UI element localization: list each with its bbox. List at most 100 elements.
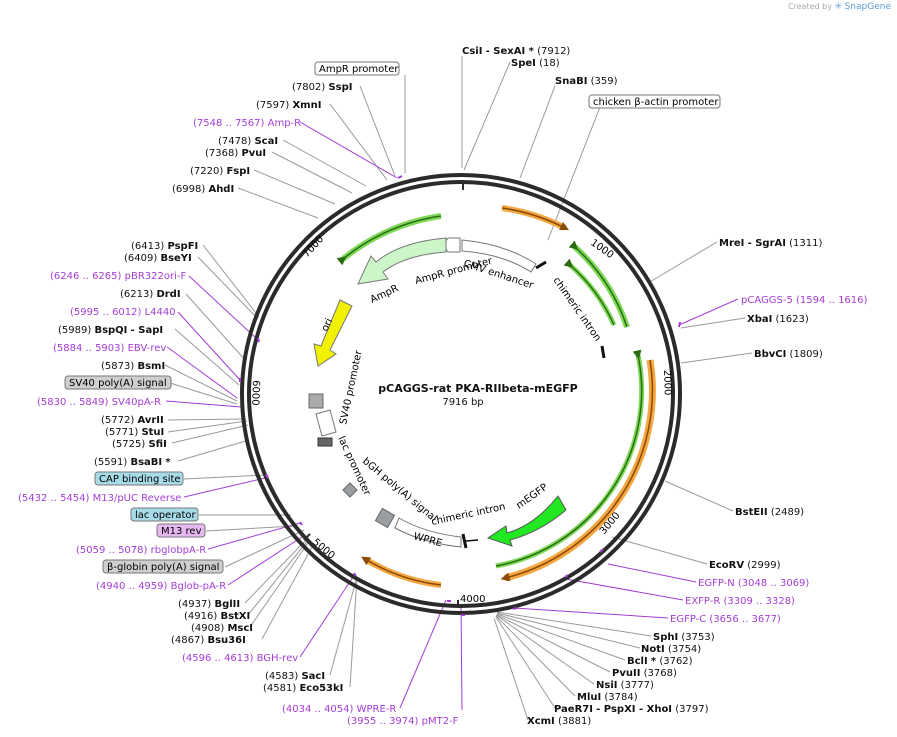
site-label: (3955 .. 3974) pMT2-F [347,716,459,727]
site-label: XbaI (1623) [747,314,809,325]
site-label: (5884 .. 5903) EBV-rev [53,343,166,354]
site-label: XcmI (3881) [527,716,591,727]
site-label: (6998) AhdI [172,184,234,195]
site-label: (5989) BspQI - SapI [58,325,163,336]
site-label: (4916) BstXI [184,611,250,622]
feature-label-chimeric-intron-bottom: chimeric intron [430,501,506,527]
site-label: (7802) SspI [292,82,353,93]
site-label: BclI * (3762) [627,656,693,667]
site-label: (5059 .. 5078) rbglobpA-R [76,545,206,556]
tick-4000: 4000 [460,594,485,605]
svg-text:AmpR promoter: AmpR promoter [319,64,399,75]
site-label: (5995 .. 6012) L4440 [70,307,176,318]
site-label: (4908) MscI [191,623,253,634]
site-label: (4867) Bsu36I [171,635,246,646]
site-label: (4034 .. 4054) WPRE-R [282,704,396,715]
credit-prefix: Created by [787,2,832,11]
feature-wpre [394,517,479,549]
site-label: (5771) StuI [105,427,164,438]
site-label: EGFP-N (3048 .. 3069) [698,578,809,589]
site-label: (5873) BsmI [101,361,165,372]
site-label: EcoRV (2999) [709,560,781,571]
feature-label-ori: ori [320,317,335,333]
site-label: (7368) PvuI [205,148,266,159]
site-label: EGFP-C (3656 .. 3677) [670,614,781,625]
plasmid-length: 7916 bp [442,397,483,408]
svg-text:β-globin poly(A) signal: β-globin poly(A) signal [107,562,219,573]
site-label: (4583) SacI [265,671,325,682]
boxed-label-sv40-polya: SV40 poly(A) signal [64,375,172,390]
site-label: (5725) SfiI [112,439,167,450]
primer-marks [239,175,681,616]
boxed-label-m13-rev: M13 rev [156,523,206,538]
plasmid-name: pCAGGS-rat PKA-RIIbeta-mEGFP [378,382,577,395]
boxed-label-cap-binding-site: CAP binding site [94,471,184,486]
site-label: PaeR7I - PspXI - XhoI (3797) [554,704,709,715]
site-label: (6413) PspFI [131,241,198,252]
site-label: (4937) BglII [178,599,240,610]
boxed-label-ampr-promoter: AmpR promoter [314,61,400,76]
site-label: (4581) Eco53kI [263,683,343,694]
site-label: BbvCI (1809) [754,349,823,360]
credit-line: Created by ✳ SnapGene [788,2,891,12]
site-label: MreI - SgrAI (1311) [719,238,823,249]
site-label: SphI (3753) [653,632,715,643]
feature-chimeric-intron-top [535,260,606,359]
site-label: (6213) DrdI [120,289,181,300]
feature-ampr [357,237,447,285]
site-label: (5432 .. 5454) M13/pUC Reverse [18,493,181,504]
site-label: (4940 .. 4959) Bglob-pA-R [96,581,226,592]
site-label: (6246 .. 6265) pBR322ori-F [50,271,186,282]
tick-6000: 6000 [249,380,261,406]
site-label: MluI (3784) [577,692,638,703]
site-label: (7478) ScaI [218,136,278,147]
site-label: NotI (3754) [641,644,701,655]
site-label: PvuII (3768) [612,668,677,679]
site-label: (4596 .. 4613) BGH-rev [182,653,298,664]
site-label: (5591) BsaBI * [94,457,171,468]
svg-text:CAP binding site: CAP binding site [99,474,181,485]
feature-bgh-polya [342,482,396,529]
site-label: CsiI - SexAI * (7912) [462,46,570,57]
site-label: SpeI (18) [511,58,560,69]
backbone-inner-ring [247,180,675,608]
site-label: EXFP-R (3309 .. 3328) [685,596,795,607]
boxed-label-lac-operator: lac operator [130,507,199,522]
feature-label-ampr: AmpR [369,283,401,306]
backbone-outer-ring [240,173,682,615]
site-label: BstEII (2489) [735,507,804,518]
svg-text:lac operator: lac operator [135,510,196,521]
svg-text:SV40 poly(A) signal: SV40 poly(A) signal [69,378,167,389]
svg-text:M13 rev: M13 rev [161,526,202,537]
position-ticks [303,180,464,608]
site-label: pCAGGS-5 (1594 .. 1616) [741,295,868,306]
site-label: NsiI (3777) [596,680,654,691]
boxed-label-chicken-actin-promoter: chicken β-actin promoter [588,94,721,109]
site-label: (6409) BseYI [124,253,192,264]
feature-label-chimeric-intron-top: chimeric intron [551,275,603,343]
left-leader-lines [164,75,463,711]
site-label: (7548 .. 7567) Amp-R [193,118,301,129]
site-label: SnaBI (359) [555,76,618,87]
orf-arcs [336,205,656,588]
svg-text:chicken β-actin promoter: chicken β-actin promoter [593,97,719,108]
tick-2000: 2000 [661,370,673,396]
credit-brand: SnapGene [844,2,891,12]
feature-label-sv40-promoter: SV40 promoter [338,349,365,426]
site-label: (5772) AvrII [101,415,164,426]
feature-label-megfp: mEGFP [514,482,549,511]
snapgene-logo: ✳ [834,2,843,12]
feature-lac-promoter [315,409,337,447]
left-site-labels: (7802) SspI (7597) XmnI (7548 .. 7567) A… [18,82,459,727]
site-label: (7220) FspI [190,166,250,177]
right-site-labels: CsiI - SexAI * (7912) SpeI (18) SnaBI (3… [462,46,868,727]
feature-sv40-promoter [308,393,324,409]
feature-megfp [486,495,567,547]
site-label: (7597) XmnI [256,100,321,111]
boxed-label-beta-globin-polya: β-globin poly(A) signal [102,559,224,574]
right-leader-lines [461,56,753,721]
tick-1000: 1000 [588,237,615,261]
feature-cmv-enhancer [461,239,537,273]
site-label: (5830 .. 5849) SV40pA-R [37,397,161,408]
